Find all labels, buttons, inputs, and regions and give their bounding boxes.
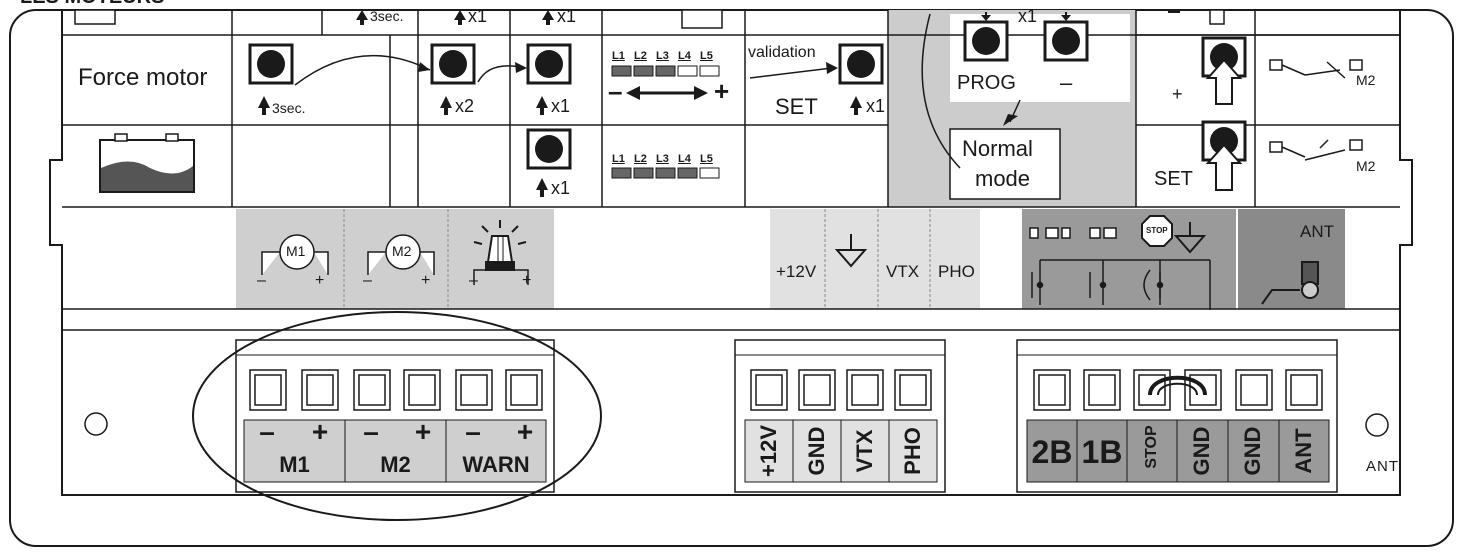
legend-m2-minus: – <box>363 272 372 289</box>
push-button-icons <box>248 20 1247 170</box>
set-x1-label: x1 <box>866 96 886 116</box>
validation-label: validation <box>748 44 816 61</box>
panel-set: SET <box>1154 168 1193 190</box>
led-l2: L2 <box>634 50 647 62</box>
top-3sec-label: 3sec. <box>370 8 404 24</box>
press-x1-label: x1 <box>551 96 571 116</box>
term-pho: PHO <box>900 427 925 475</box>
legend-stop: STOP <box>1146 226 1168 235</box>
io-legend-panel <box>770 209 980 309</box>
legend-m1-plus: + <box>315 272 325 289</box>
led-l1: L1 <box>612 50 625 62</box>
batt-led-l1: L1 <box>612 153 625 165</box>
led-minus: – <box>608 76 623 106</box>
panel-plus: + <box>1172 84 1183 104</box>
control-input-icons <box>1029 227 1211 310</box>
warning-light-icon <box>473 220 529 285</box>
legend-m2-plus: + <box>421 272 431 289</box>
term-stop: STOP <box>1143 425 1160 469</box>
page-title-cut: LES MOTEURS <box>20 0 164 9</box>
antenna-legend-panel <box>1238 209 1345 309</box>
term-gnd-1: GND <box>804 426 829 476</box>
relay-m2-a: M2 <box>1356 72 1376 88</box>
term-vtx: VTX <box>852 429 877 473</box>
term-gnd-2: GND <box>1189 426 1214 476</box>
batt-led-l5: L5 <box>700 153 713 165</box>
legend-12v: +12V <box>776 262 817 281</box>
legend-ant: ANT <box>1300 222 1334 241</box>
batt-led-l4: L4 <box>678 153 691 165</box>
table-grid <box>62 10 1400 208</box>
press-x2-label: x2 <box>455 96 475 116</box>
term-warn-plus: + <box>516 416 534 447</box>
motor-m2-icon <box>367 234 435 275</box>
term-warn-minus: – <box>465 416 481 447</box>
normal-mode-line1: Normal <box>962 136 1033 161</box>
led-plus: + <box>714 76 730 106</box>
legend-m1-minus: – <box>257 272 266 289</box>
prog-x1: x1 <box>1018 6 1038 26</box>
board-outline <box>49 10 1413 496</box>
term-1b: 1B <box>1081 434 1123 470</box>
top-x1-a: x1 <box>468 6 488 26</box>
motor-m1-icon <box>261 234 329 275</box>
top-x1-b: x1 <box>557 6 577 26</box>
term-gnd-3: GND <box>1240 426 1265 476</box>
control-legend-panel <box>1022 209 1236 309</box>
battery-icon <box>99 133 195 193</box>
batt-led-l2: L2 <box>634 153 647 165</box>
term-m2-plus: + <box>414 416 432 447</box>
antenna-hole-label: ANT <box>1366 458 1399 475</box>
force-motor-label: Force motor <box>78 64 208 91</box>
stop-sign-icon <box>1141 215 1173 247</box>
term-m2-minus: – <box>363 416 379 447</box>
term-m1-plus: + <box>311 416 329 447</box>
normal-mode-line2: mode <box>975 166 1031 191</box>
term-m1-minus: – <box>259 416 275 447</box>
terminal-screw-slots <box>249 369 1323 411</box>
led-bar-force <box>611 65 720 77</box>
term-ant: ANT <box>1291 428 1316 474</box>
relay-m2-b: M2 <box>1356 158 1376 174</box>
led-bar-battery <box>611 167 720 179</box>
outer-frame <box>9 9 1454 547</box>
highlight-ellipse <box>192 311 602 521</box>
mounting-hole-right <box>1365 413 1389 437</box>
led-l4: L4 <box>678 50 691 62</box>
power-terminal-block <box>734 339 946 493</box>
legend-warn-minus: – <box>469 272 478 289</box>
control-terminal-block <box>1016 339 1338 493</box>
legend-pho: PHO <box>938 262 975 281</box>
hold-3sec-label: 3sec. <box>272 100 306 116</box>
antenna-icon <box>1261 261 1319 305</box>
battery-x1-label: x1 <box>551 178 571 198</box>
prog-minus: – <box>1060 70 1073 95</box>
legend-warn-plus: + <box>522 272 532 289</box>
motor-terminal-block <box>235 339 555 493</box>
legend-m2: M2 <box>392 243 412 259</box>
stop-jumper <box>1148 375 1207 396</box>
term-m1-label: M1 <box>279 452 310 477</box>
mounting-hole-left <box>84 412 108 436</box>
set-label: SET <box>775 94 818 119</box>
normal-mode-box <box>949 128 1061 200</box>
prog-label: PROG <box>957 72 1016 94</box>
term-m2-label: M2 <box>380 452 411 477</box>
led-l5: L5 <box>700 50 713 62</box>
batt-led-l3: L3 <box>656 153 669 165</box>
relay-contact-icons <box>1269 59 1363 161</box>
ground-icon <box>834 222 1207 268</box>
term-12v: +12V <box>756 425 781 477</box>
led-l3: L3 <box>656 50 669 62</box>
legend-vtx: VTX <box>886 262 920 281</box>
term-2b: 2B <box>1031 434 1073 470</box>
legend-m1: M1 <box>286 243 306 259</box>
term-warn-label: WARN <box>462 452 530 477</box>
